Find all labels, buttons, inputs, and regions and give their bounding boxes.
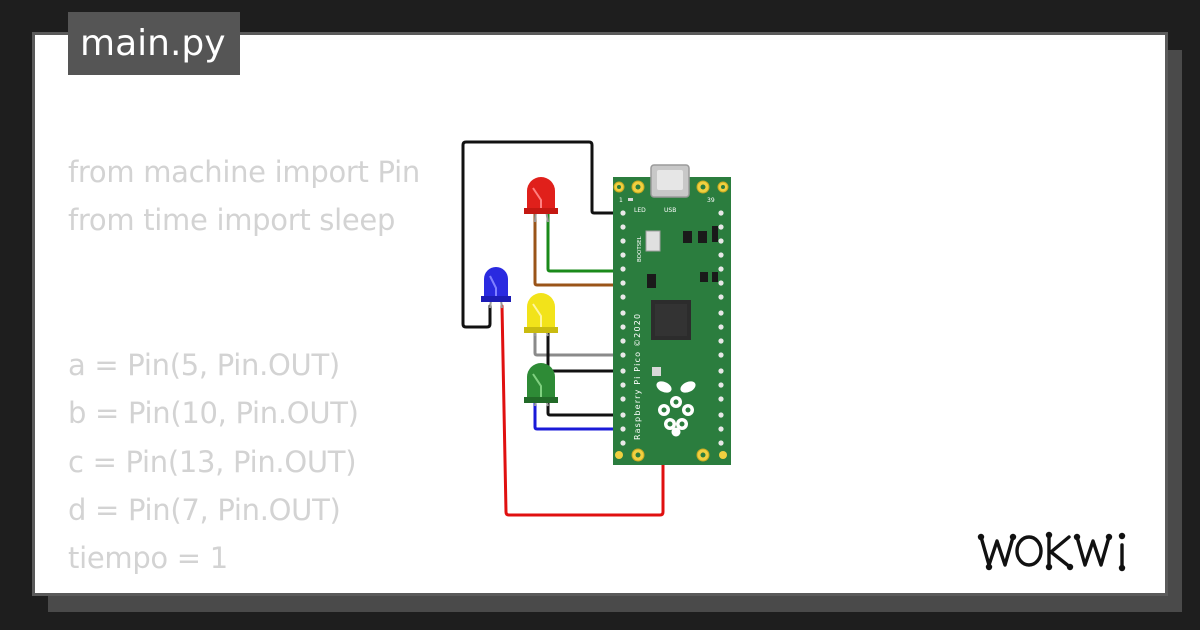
wire-green-red-led bbox=[546, 210, 628, 273]
wire-brown-red-led bbox=[533, 210, 628, 287]
led-blue[interactable] bbox=[481, 267, 511, 309]
code-line: a = Pin(5, Pin.OUT) bbox=[68, 348, 340, 383]
code-line: from machine import Pin bbox=[68, 155, 420, 189]
code-line: c = Pin(13, Pin.OUT) bbox=[68, 444, 357, 479]
pin-1-label: 1 bbox=[619, 197, 623, 204]
wokwi-logo bbox=[977, 531, 1126, 572]
usb-label: USB bbox=[664, 207, 676, 214]
led-green[interactable] bbox=[524, 363, 558, 407]
left-pin-header bbox=[620, 210, 626, 446]
usb-port bbox=[657, 170, 683, 190]
led-red[interactable] bbox=[524, 177, 558, 223]
wire-blue-green-led bbox=[533, 400, 628, 431]
board-name-label: Raspberry Pi Pico ©2020 bbox=[633, 313, 642, 440]
code-preview: from machine import Pin from time import… bbox=[68, 148, 420, 583]
bootsel-button[interactable] bbox=[645, 230, 661, 252]
file-name-tab[interactable]: main.py bbox=[68, 12, 240, 75]
wire-black-green-led bbox=[546, 400, 628, 417]
raspberry-pi-pico-board[interactable]: 1 39 LED USB BOOTSEL Raspberry Pi Pico ©… bbox=[613, 164, 731, 465]
code-line: b = Pin(10, Pin.OUT) bbox=[68, 396, 359, 431]
code-line: from time import sleep bbox=[68, 203, 396, 238]
preview-card bbox=[32, 32, 1168, 596]
code-line: tiempo = 1 bbox=[68, 541, 228, 576]
right-pin-header bbox=[718, 210, 724, 446]
wire-gray-yellow-led bbox=[533, 330, 628, 357]
led-label: LED bbox=[634, 207, 646, 214]
wire-black-top bbox=[461, 140, 628, 329]
pin-39-label: 39 bbox=[707, 197, 715, 204]
bootsel-label: BOOTSEL bbox=[637, 235, 643, 262]
code-line: d = Pin(7, Pin.OUT) bbox=[68, 493, 341, 528]
led-yellow[interactable] bbox=[524, 293, 558, 337]
